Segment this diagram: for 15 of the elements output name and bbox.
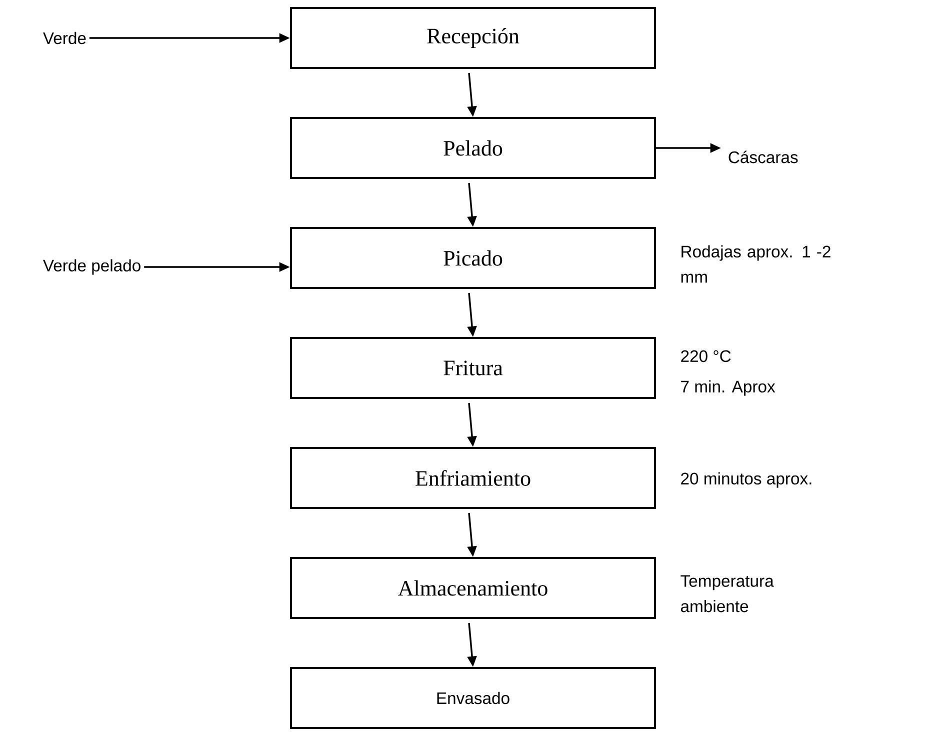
process-box: Almacenamiento — [290, 557, 656, 619]
input-label: Verde pelado — [43, 259, 140, 275]
side-note: Rodajas aprox. 1 -2 mm — [681, 245, 830, 283]
input-label: Verde — [43, 32, 86, 44]
process-box: Pelado — [290, 117, 656, 179]
process-box: Fritura — [290, 337, 656, 399]
process-box: Recepción — [290, 7, 656, 69]
side-note: Temperatura ambiente — [680, 575, 774, 612]
process-box: Enfriamiento — [290, 447, 656, 509]
process-box: Picado — [290, 227, 656, 289]
side-note: 220 °C — [681, 350, 731, 362]
process-box: Envasado — [290, 667, 656, 729]
side-note: 7 min. Aprox — [681, 380, 776, 396]
input-label: Cáscaras — [728, 150, 798, 164]
side-note: 20 minutos aprox. — [681, 472, 812, 488]
